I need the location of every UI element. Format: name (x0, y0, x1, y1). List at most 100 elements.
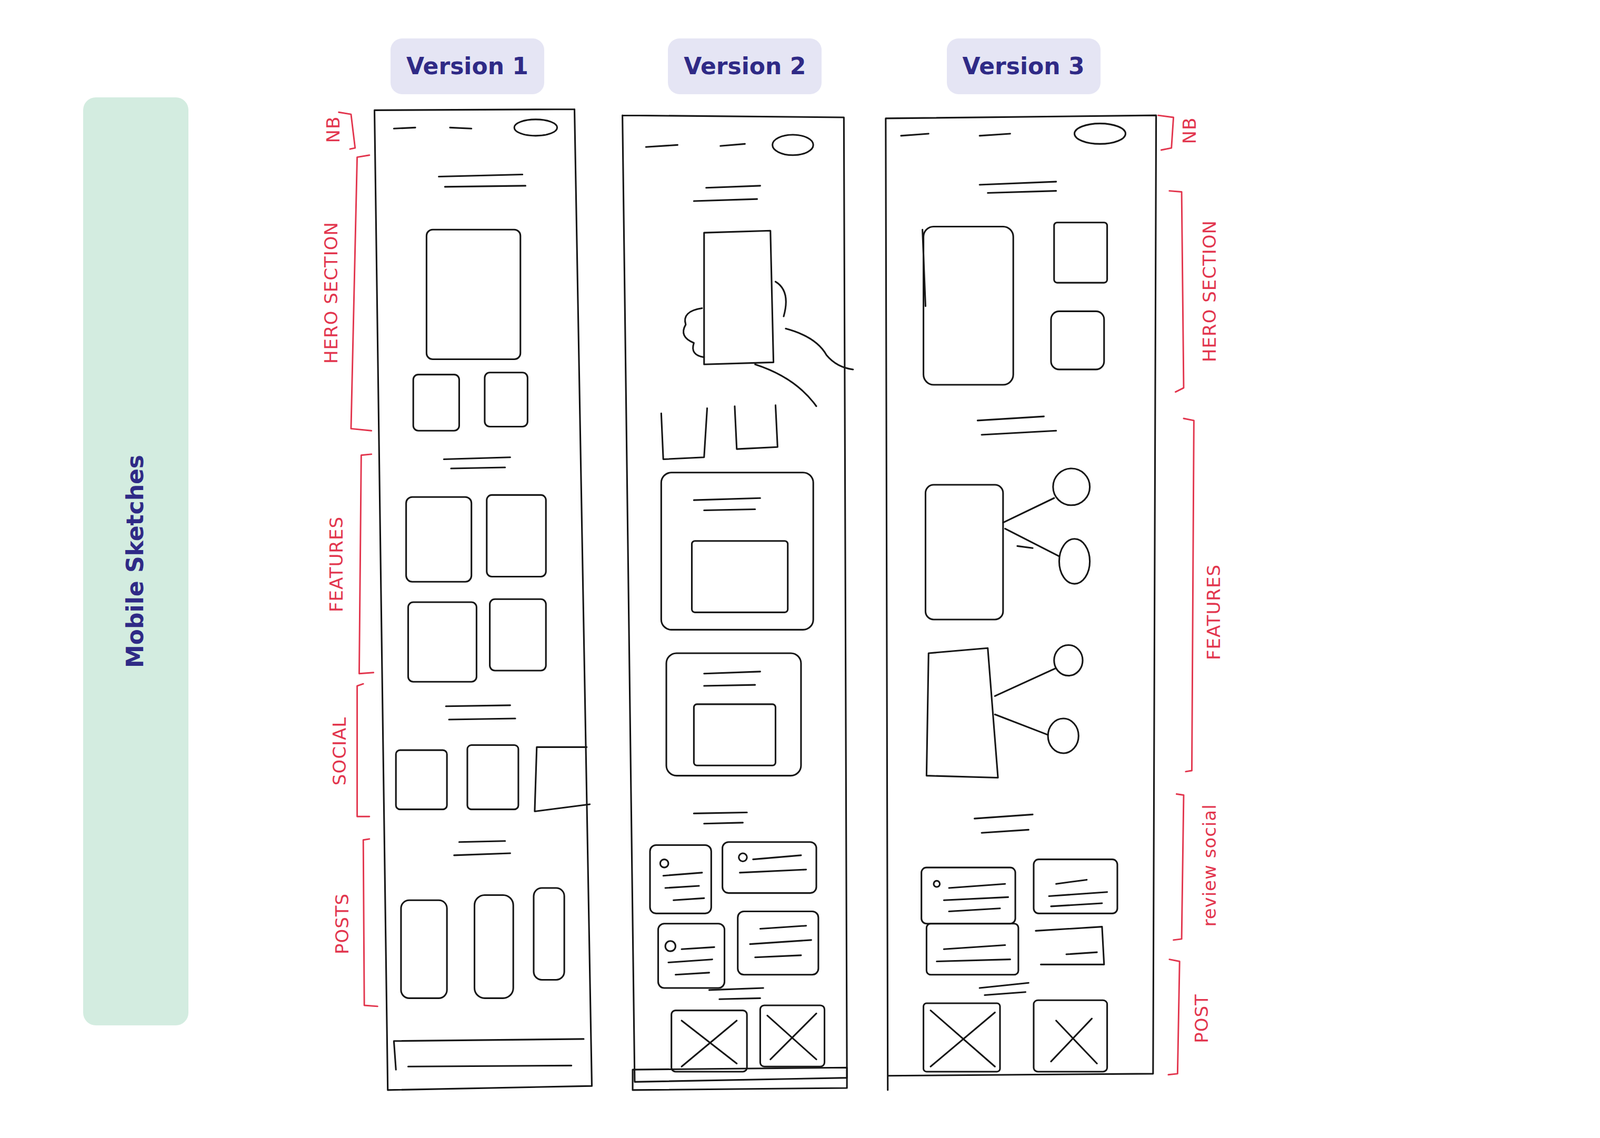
section-bracket (358, 454, 374, 674)
section-bracket (1169, 191, 1184, 393)
wireframe-v3 (1051, 311, 1105, 370)
wireframe-v2 (722, 842, 817, 894)
wireframe-v3 (1054, 222, 1108, 283)
wireframe-v2 (740, 855, 807, 873)
wireframe-v2 (658, 923, 725, 988)
wireframe-v2 (755, 281, 854, 407)
wireframe-v1 (445, 705, 516, 720)
wireframe-v1 (406, 496, 472, 582)
wireframe-v1 (454, 841, 511, 856)
version-label: Version 2 (683, 52, 806, 81)
wireframe-v1 (438, 174, 526, 187)
section-annotation: POSTS (333, 893, 353, 955)
section-annotation: review social (1200, 804, 1220, 927)
wireframe-v3 (1033, 859, 1118, 914)
wireframe-v1 (467, 744, 519, 809)
section-annotation: SOCIAL (330, 716, 350, 786)
wireframe-v3 (1003, 497, 1060, 557)
wireframe-v3 (925, 484, 1003, 620)
wireframe-v3 (994, 668, 1055, 735)
section-bracket (363, 838, 378, 1007)
wireframe-v3 (977, 416, 1056, 435)
wireframe-v3 (1051, 1018, 1097, 1064)
wireframe-v2 (772, 134, 814, 156)
wireframe-v2 (750, 925, 812, 958)
version-pill: Version 1 (390, 38, 545, 95)
wireframe-v1 (474, 895, 514, 999)
wireframe-v3 (901, 133, 1010, 136)
wireframe-v2 (665, 941, 676, 952)
wireframe-v2 (671, 1010, 747, 1072)
section-annotation: HERO SECTION (1200, 220, 1220, 363)
wireframe-v3 (1047, 718, 1079, 754)
wireframe-v2 (693, 704, 776, 766)
section-annotation: FEATURES (326, 516, 347, 613)
wireframe-v3 (930, 1010, 995, 1067)
section-panel: Mobile Sketches (83, 97, 189, 1026)
wireframe-v3 (1074, 123, 1126, 145)
section-bracket (1158, 115, 1174, 150)
wireframe-v2 (704, 671, 761, 686)
wireframe-v1 (395, 750, 447, 809)
wireframe-v3 (923, 226, 1014, 385)
section-annotation: NB (1180, 117, 1200, 145)
section-annotation: HERO SECTION (321, 221, 342, 364)
wireframe-v1 (374, 108, 593, 1090)
wireframe-v2 (681, 1020, 737, 1067)
wireframe-v2 (691, 541, 788, 613)
wireframe-v2 (645, 143, 745, 147)
wireframe-v3 (922, 229, 926, 306)
version-label: Version 1 (406, 52, 529, 81)
wireframe-v3 (1048, 879, 1108, 906)
wireframe-v2 (683, 308, 705, 358)
wireframe-v3 (1053, 468, 1090, 506)
wireframe-v3 (936, 945, 1011, 962)
wireframe-v2 (661, 472, 814, 630)
wireframe-v1 (484, 372, 528, 427)
wireframe-v1 (408, 602, 477, 682)
wireframe-v1 (533, 887, 565, 980)
wireframe-v3 (926, 647, 998, 778)
wireframe-v2 (737, 911, 819, 975)
wireframe-v3 (1035, 926, 1105, 965)
wireframe-v2 (708, 987, 764, 999)
wireframe-v1 (401, 900, 447, 998)
wireframe-v1 (534, 746, 590, 812)
wireframe-v2 (632, 1067, 847, 1090)
wireframe-v1 (374, 108, 593, 1090)
section-bracket (338, 112, 1195, 1075)
wireframe-v2 (668, 946, 715, 975)
wireframe-v3 (926, 923, 1018, 975)
wireframe-v2 (693, 497, 760, 510)
section-annotation: POST (1192, 993, 1212, 1044)
wireframe-v1 (413, 374, 459, 432)
wireframe-v3 (933, 880, 940, 887)
wireframe-v2 (663, 872, 705, 900)
wireframe-v1 (486, 494, 546, 577)
wireframe-v1 (443, 457, 510, 469)
wireframe-v2 (704, 230, 774, 365)
wireframe-v2 (666, 653, 802, 776)
wireframe-v2 (693, 812, 747, 824)
wireframe-v3 (1066, 952, 1097, 955)
wireframe-v3 (921, 867, 1016, 924)
version-label: Version 3 (962, 52, 1085, 81)
wireframe-v2 (738, 853, 748, 862)
wireframe-v3 (1033, 1000, 1108, 1072)
section-annotation: FEATURES (1204, 564, 1224, 660)
wireframe-v2 (650, 845, 712, 914)
wireframe-v2 (661, 405, 778, 460)
wireframe-v2 (767, 1013, 817, 1059)
wireframe-v3 (923, 1003, 1000, 1072)
wireframe-v3 (979, 181, 1056, 193)
wireframe-v3 (943, 883, 1008, 912)
section-bracket (1173, 794, 1184, 940)
section-annotation: NB (323, 116, 344, 144)
wireframe-v3 (1058, 538, 1090, 584)
wireframe-v2 (760, 1005, 825, 1067)
wireframe-v3 (1054, 644, 1083, 676)
version-pill: Version 3 (946, 38, 1101, 95)
wireframe-v2 (693, 185, 760, 202)
